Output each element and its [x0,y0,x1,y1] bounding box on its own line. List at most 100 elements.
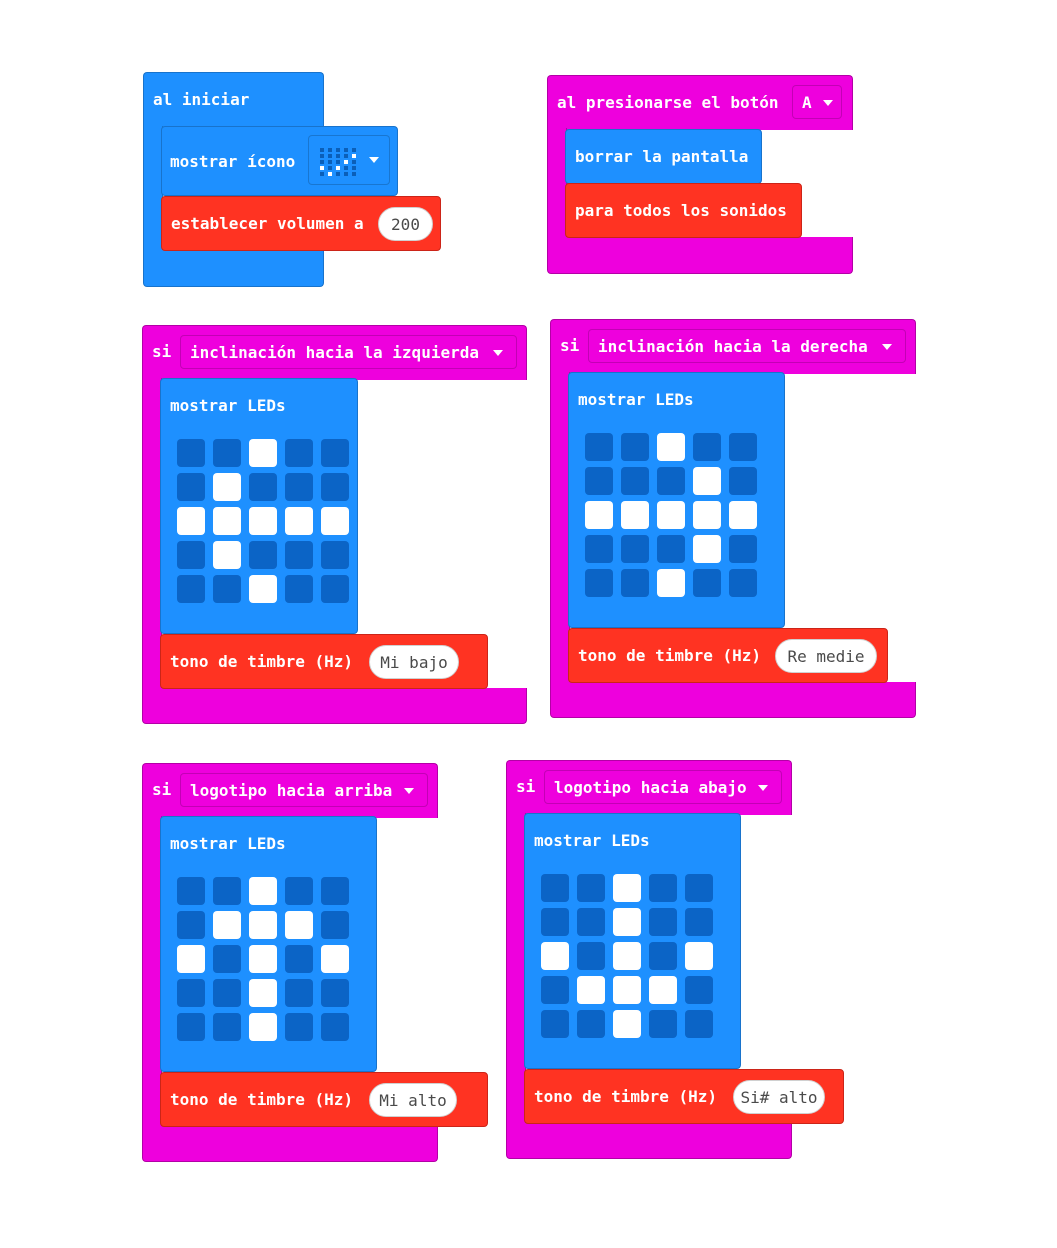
led-cell[interactable] [177,575,205,603]
led-cell[interactable] [685,908,713,936]
led-cell[interactable] [621,433,649,461]
led-cell[interactable] [541,874,569,902]
stop-all-sounds-block[interactable]: para todos los sonidos [565,183,802,238]
led-cell[interactable] [729,569,757,597]
led-cell[interactable] [213,473,241,501]
led-cell[interactable] [613,1010,641,1038]
led-cell[interactable] [177,877,205,905]
led-cell[interactable] [249,575,277,603]
led-cell[interactable] [213,945,241,973]
led-cell[interactable] [321,877,349,905]
led-cell[interactable] [321,1013,349,1041]
led-cell[interactable] [213,877,241,905]
led-cell[interactable] [613,942,641,970]
led-cell[interactable] [177,439,205,467]
led-cell[interactable] [249,945,277,973]
led-cell[interactable] [693,569,721,597]
button-dropdown[interactable]: A [792,85,842,119]
led-cell[interactable] [649,976,677,1004]
led-cell[interactable] [249,1013,277,1041]
led-cell[interactable] [213,541,241,569]
led-cell[interactable] [649,1010,677,1038]
led-cell[interactable] [685,976,713,1004]
led-cell[interactable] [321,541,349,569]
gesture-dropdown[interactable]: inclinación hacia la derecha [588,329,906,363]
note-input[interactable]: Mi bajo [369,645,459,679]
show-leds-block[interactable]: mostrar LEDs [568,372,785,628]
led-cell[interactable] [649,908,677,936]
led-cell[interactable] [577,874,605,902]
led-cell[interactable] [613,908,641,936]
led-cell[interactable] [285,575,313,603]
led-cell[interactable] [649,942,677,970]
led-cell[interactable] [177,507,205,535]
led-cell[interactable] [685,942,713,970]
led-cell[interactable] [585,535,613,563]
led-cell[interactable] [693,467,721,495]
show-leds-block[interactable]: mostrar LEDs [524,813,741,1069]
show-leds-block[interactable]: mostrar LEDs [160,378,358,634]
led-cell[interactable] [621,501,649,529]
led-cell[interactable] [249,439,277,467]
led-cell[interactable] [577,976,605,1004]
led-cell[interactable] [213,1013,241,1041]
gesture-dropdown[interactable]: logotipo hacia abajo [544,770,782,804]
led-cell[interactable] [541,942,569,970]
led-cell[interactable] [249,911,277,939]
led-cell[interactable] [285,439,313,467]
led-cell[interactable] [321,575,349,603]
led-cell[interactable] [285,473,313,501]
led-cell[interactable] [657,467,685,495]
led-cell[interactable] [577,942,605,970]
led-cell[interactable] [729,467,757,495]
led-cell[interactable] [321,439,349,467]
led-cell[interactable] [621,535,649,563]
led-cell[interactable] [249,979,277,1007]
led-cell[interactable] [285,945,313,973]
led-cell[interactable] [541,1010,569,1038]
led-cell[interactable] [213,911,241,939]
led-cell[interactable] [285,1013,313,1041]
led-cell[interactable] [177,1013,205,1041]
led-cell[interactable] [213,575,241,603]
on-start-header[interactable] [143,72,324,128]
led-cell[interactable] [321,507,349,535]
led-cell[interactable] [321,945,349,973]
led-cell[interactable] [657,501,685,529]
ring-tone-block[interactable]: tono de timbre (Hz)Mi alto [160,1072,488,1127]
set-volume-block[interactable]: establecer volumen a 200 [161,196,441,251]
note-input[interactable]: Si# alto [733,1080,825,1114]
led-cell[interactable] [613,874,641,902]
led-cell[interactable] [585,501,613,529]
led-cell[interactable] [213,979,241,1007]
led-cell[interactable] [657,569,685,597]
led-cell[interactable] [685,1010,713,1038]
led-cell[interactable] [693,433,721,461]
led-cell[interactable] [321,911,349,939]
note-input[interactable]: Mi alto [369,1083,457,1117]
icon-dropdown[interactable] [308,135,390,185]
led-cell[interactable] [249,877,277,905]
note-input[interactable]: Re medie [775,639,877,673]
led-cell[interactable] [693,535,721,563]
led-cell[interactable] [621,467,649,495]
led-cell[interactable] [585,433,613,461]
led-cell[interactable] [657,433,685,461]
ring-tone-block[interactable]: tono de timbre (Hz)Mi bajo [160,634,488,689]
led-cell[interactable] [649,874,677,902]
led-cell[interactable] [285,507,313,535]
gesture-dropdown[interactable]: inclinación hacia la izquierda [180,335,517,369]
led-cell[interactable] [321,473,349,501]
led-cell[interactable] [249,541,277,569]
led-cell[interactable] [585,569,613,597]
led-cell[interactable] [249,473,277,501]
led-cell[interactable] [685,874,713,902]
led-cell[interactable] [285,541,313,569]
show-icon-block[interactable]: mostrar ícono [161,126,398,196]
led-cell[interactable] [693,501,721,529]
led-cell[interactable] [285,911,313,939]
led-cell[interactable] [285,877,313,905]
show-leds-block[interactable]: mostrar LEDs [160,816,377,1072]
led-cell[interactable] [177,541,205,569]
ring-tone-block[interactable]: tono de timbre (Hz)Re medie [568,628,888,683]
